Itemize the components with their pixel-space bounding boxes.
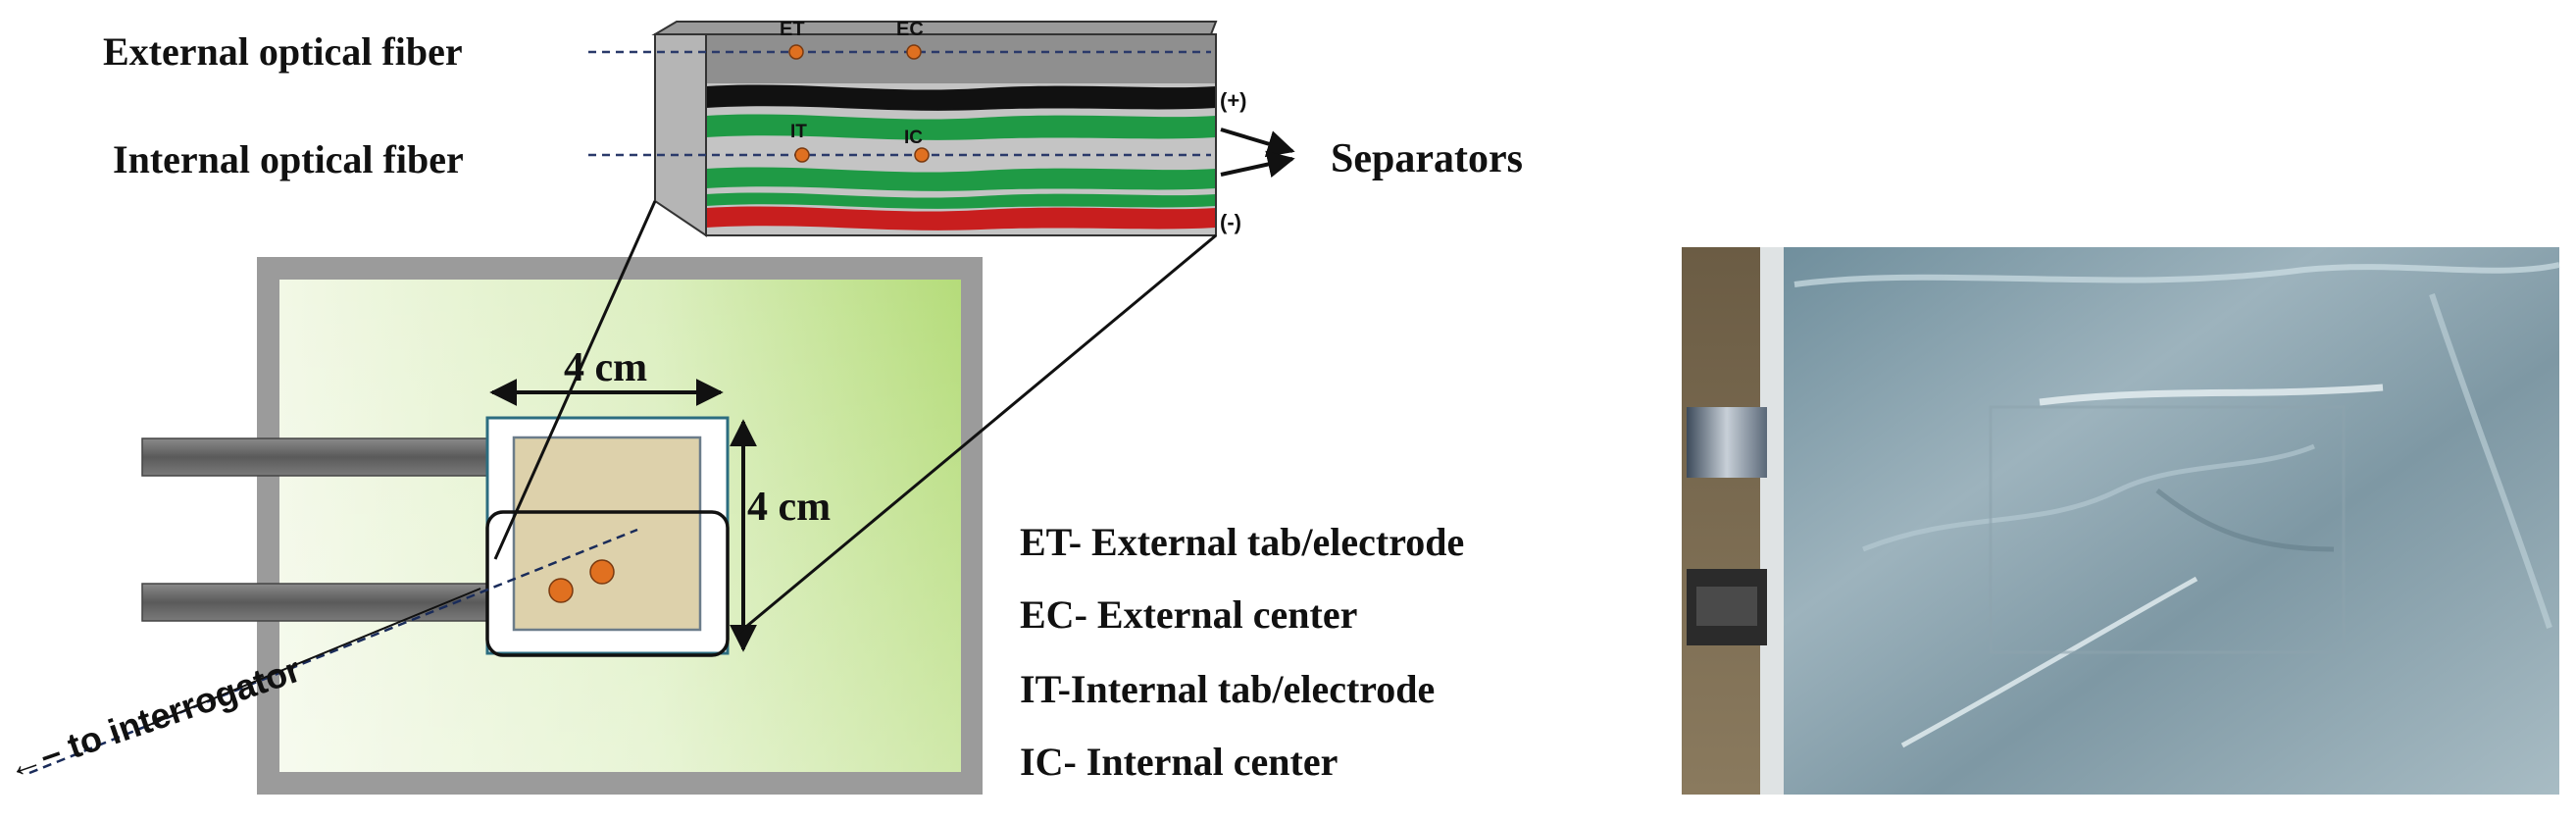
pouch-wrinkle-1 — [1793, 262, 2560, 287]
pouch-inner-square — [1989, 405, 2346, 654]
layer-red — [706, 206, 1216, 231]
external-fiber-tube — [141, 437, 506, 477]
block-side-face — [654, 33, 707, 237]
cell-top-view: 4 cm 4 cm ←– to interrogator — [1, 257, 983, 795]
block-top-face — [651, 21, 1218, 35]
et-mark: ET — [780, 19, 805, 40]
pouch-wrinkle-6 — [2155, 488, 2335, 552]
legend-item-ic: IC- Internal center — [1020, 740, 1338, 784]
legend-item-it: IT-Internal tab/electrode — [1020, 667, 1435, 711]
electrode-inner — [512, 436, 702, 632]
internal-fiber-path — [28, 528, 638, 775]
negative-terminal-label: (-) — [1220, 210, 1241, 234]
legend-item-ec: EC- External center — [1020, 592, 1357, 637]
pouch-body — [1773, 247, 2559, 795]
layer-black — [706, 84, 1216, 111]
sensor-dot-2 — [589, 559, 615, 585]
sensor-ec-dot — [906, 44, 922, 60]
it-mark: IT — [790, 122, 807, 142]
layer-green-1 — [706, 114, 1216, 140]
sensor-ic-dot — [914, 147, 930, 163]
layer-green-2 — [706, 167, 1216, 191]
pouch-wrinkle-2 — [2039, 384, 2384, 406]
width-dimension-label: 4 cm — [564, 345, 647, 390]
separator-overlay — [485, 510, 730, 657]
pouch-cell-photo — [1682, 247, 2560, 795]
pouch-wrinkle-5 — [2429, 293, 2552, 629]
ec-mark: EC — [896, 19, 924, 40]
separators-label: Separators — [1331, 136, 1523, 181]
legend-item-et: ET- External tab/electrode — [1020, 520, 1464, 564]
separator-arrow-lower — [1220, 150, 1295, 179]
positive-terminal-label: (+) — [1220, 88, 1247, 113]
pouch-tab-upper — [1687, 407, 1767, 478]
layer-top-gray — [706, 34, 1216, 83]
height-dimension-label: 4 cm — [747, 485, 831, 530]
layer-green-3 — [706, 192, 1216, 209]
pouch-wrinkle-3 — [1862, 443, 2315, 552]
internal-fiber-label: Internal optical fiber — [113, 137, 464, 181]
ic-mark: IC — [904, 128, 923, 148]
sensor-et-dot — [788, 44, 804, 60]
pouch-seal-edge — [1760, 247, 1784, 795]
pouch-wrinkle-4 — [1900, 576, 2198, 748]
sensor-it-dot — [794, 147, 810, 163]
interrogator-line — [146, 588, 481, 727]
callout-line-right — [734, 233, 1217, 638]
layer-stack-block: ET EC IT IC (+) (-) — [588, 19, 1247, 237]
callout-line-left — [493, 200, 657, 560]
external-fiber-label: External optical fiber — [103, 29, 463, 74]
separator-arrow-upper — [1220, 128, 1295, 158]
internal-fiber-tube — [141, 583, 506, 622]
sensor-dot-1 — [548, 578, 574, 603]
sensor-legend: ET- External tab/electrode EC- External … — [1020, 520, 1464, 784]
